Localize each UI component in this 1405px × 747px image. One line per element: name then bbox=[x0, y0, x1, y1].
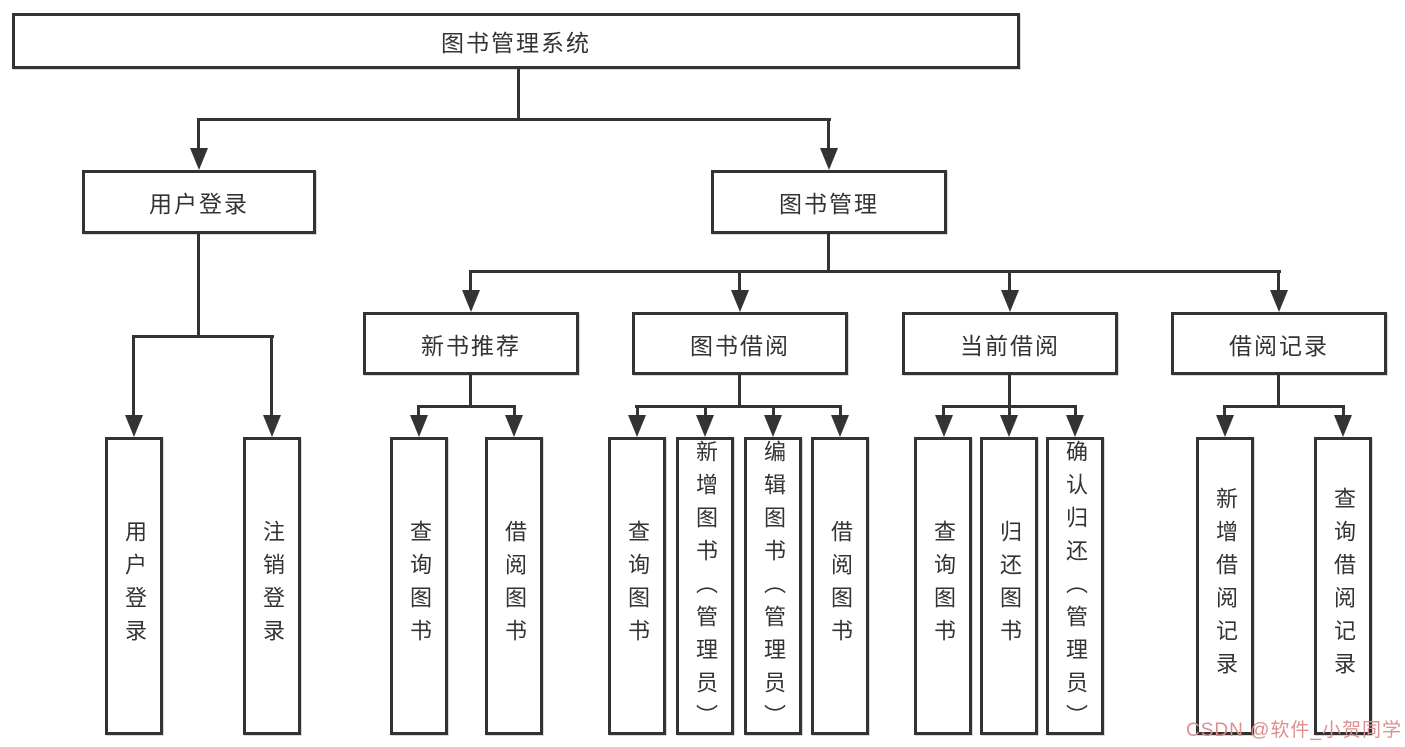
leaf-user-login: 用户登录 bbox=[105, 437, 163, 735]
arrow-down-icon bbox=[1066, 415, 1084, 437]
arrow-down-icon bbox=[1216, 415, 1234, 437]
connector-line bbox=[1277, 270, 1280, 292]
arrow-down-icon bbox=[696, 415, 714, 437]
arrow-down-icon bbox=[764, 415, 782, 437]
arrow-down-icon bbox=[125, 415, 143, 437]
leaf-borrow-books-borrowing: 借阅图书 bbox=[811, 437, 869, 735]
connector-line bbox=[469, 375, 472, 406]
node-label: 新书推荐 bbox=[421, 332, 521, 359]
arrow-down-icon bbox=[1000, 415, 1018, 437]
leaf-label: 查询借阅记录 bbox=[1331, 487, 1356, 685]
leaf-label: 新增借阅记录 bbox=[1213, 487, 1238, 685]
connector-line bbox=[839, 405, 842, 417]
leaf-label: 查询图书 bbox=[625, 520, 650, 652]
connector-line bbox=[738, 270, 741, 292]
arrow-down-icon bbox=[190, 148, 208, 170]
node-current-borrowing: 当前借阅 bbox=[902, 312, 1118, 375]
connector-line bbox=[1008, 405, 1011, 417]
csdn-watermark: CSDN @软件_小贺同学 bbox=[1186, 720, 1402, 741]
connector-line bbox=[704, 405, 707, 417]
connector-line bbox=[1223, 405, 1226, 417]
leaf-return-books: 归还图书 bbox=[980, 437, 1038, 735]
node-book-borrowing: 图书借阅 bbox=[632, 312, 848, 375]
arrow-down-icon bbox=[1334, 415, 1352, 437]
leaf-query-books-recommend: 查询图书 bbox=[390, 437, 448, 735]
leaf-query-books-borrowing: 查询图书 bbox=[608, 437, 666, 735]
leaf-label: 注销登录 bbox=[260, 520, 285, 652]
connector-line bbox=[1342, 405, 1345, 417]
node-label: 当前借阅 bbox=[960, 332, 1060, 359]
node-label: 借阅记录 bbox=[1229, 332, 1329, 359]
arrow-down-icon bbox=[263, 415, 281, 437]
leaf-label: 查询图书 bbox=[407, 520, 432, 652]
connector-line bbox=[513, 405, 516, 417]
leaf-label: 归还图书 bbox=[997, 520, 1022, 652]
arrow-down-icon bbox=[831, 415, 849, 437]
arrow-down-icon bbox=[820, 148, 838, 170]
connector-line bbox=[1074, 405, 1077, 417]
arrow-down-icon bbox=[505, 415, 523, 437]
arrow-down-icon bbox=[410, 415, 428, 437]
connector-line bbox=[827, 234, 830, 270]
connector-line bbox=[1008, 375, 1011, 406]
leaf-label: 用户登录 bbox=[122, 520, 147, 652]
connector-line bbox=[1277, 375, 1280, 406]
connector-line bbox=[738, 375, 741, 406]
connector-line bbox=[417, 405, 420, 417]
connector-line bbox=[469, 270, 1281, 273]
arrow-down-icon bbox=[1001, 290, 1019, 312]
arrow-down-icon bbox=[731, 290, 749, 312]
connector-line bbox=[132, 335, 135, 417]
connector-line bbox=[132, 335, 274, 338]
connector-line bbox=[636, 405, 639, 417]
leaf-query-borrow-record: 查询借阅记录 bbox=[1314, 437, 1372, 735]
arrow-down-icon bbox=[1270, 290, 1288, 312]
connector-line bbox=[772, 405, 775, 417]
connector-line bbox=[417, 405, 516, 408]
leaf-logout: 注销登录 bbox=[243, 437, 301, 735]
node-label: 图书借阅 bbox=[690, 332, 790, 359]
arrow-down-icon bbox=[462, 290, 480, 312]
node-label: 图书管理 bbox=[779, 191, 879, 217]
node-label: 图书管理系统 bbox=[441, 30, 591, 56]
connector-line bbox=[635, 405, 842, 408]
arrow-down-icon bbox=[935, 415, 953, 437]
leaf-confirm-return-admin: 确认归还（管理员） bbox=[1046, 437, 1104, 737]
node-user-login: 用户登录 bbox=[82, 170, 316, 234]
leaf-label: 确认归还（管理员） bbox=[1063, 440, 1088, 737]
connector-line bbox=[197, 234, 200, 335]
node-label: 用户登录 bbox=[149, 191, 249, 217]
leaf-label: 查询图书 bbox=[931, 520, 956, 652]
connector-line bbox=[1008, 270, 1011, 292]
leaf-add-book-admin: 新增图书（管理员） bbox=[676, 437, 734, 737]
leaf-label: 借阅图书 bbox=[502, 520, 527, 652]
connector-line bbox=[197, 118, 200, 150]
node-book-management: 图书管理 bbox=[711, 170, 947, 234]
node-new-book-recommend: 新书推荐 bbox=[363, 312, 579, 375]
connector-line bbox=[197, 118, 831, 121]
leaf-add-borrow-record: 新增借阅记录 bbox=[1196, 437, 1254, 735]
connector-line bbox=[517, 69, 520, 118]
leaf-borrow-books-recommend: 借阅图书 bbox=[485, 437, 543, 735]
leaf-label: 新增图书（管理员） bbox=[693, 440, 718, 737]
connector-line bbox=[942, 405, 945, 417]
leaf-label: 借阅图书 bbox=[828, 520, 853, 652]
node-library-management-system: 图书管理系统 bbox=[12, 13, 1020, 69]
leaf-label: 编辑图书（管理员） bbox=[761, 440, 786, 737]
node-borrowing-records: 借阅记录 bbox=[1171, 312, 1387, 375]
arrow-down-icon bbox=[628, 415, 646, 437]
leaf-edit-book-admin: 编辑图书（管理员） bbox=[744, 437, 802, 737]
connector-line bbox=[1223, 405, 1345, 408]
connector-line bbox=[270, 335, 273, 417]
leaf-query-books-current: 查询图书 bbox=[914, 437, 972, 735]
connector-line bbox=[827, 118, 830, 150]
connector-line bbox=[469, 270, 472, 292]
